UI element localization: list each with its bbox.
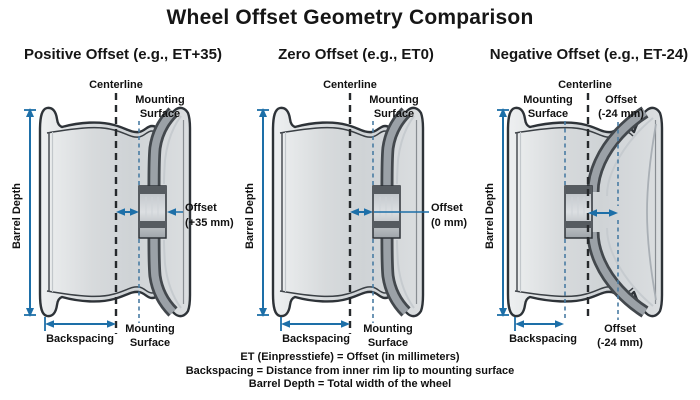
backspacing-label: Backspacing bbox=[509, 333, 577, 345]
dish-highlight-top bbox=[396, 115, 415, 185]
dish-highlight-top bbox=[606, 117, 654, 197]
dish-highlight-bottom bbox=[163, 239, 182, 309]
mounting-surface-label-bottom-2: Surface bbox=[368, 337, 408, 349]
legend-line-backspacing: Backspacing = Distance from inner rim li… bbox=[185, 364, 515, 377]
mounting-surface-label-bottom-1: Mounting bbox=[363, 323, 412, 335]
legend-line-et: ET (Einpresstiefe) = Offset (in millimet… bbox=[240, 351, 460, 363]
offset-label-bottom-2: (-24 mm) bbox=[597, 337, 643, 349]
panel-title-zero: Zero Offset (e.g., ET0) bbox=[278, 46, 434, 63]
legend: ET (Einpresstiefe) = Offset (in millimet… bbox=[0, 351, 700, 392]
barrel-depth-arrow bbox=[257, 108, 269, 317]
offset-label-1: Offset bbox=[431, 202, 463, 214]
legend-line-barrel-depth: Barrel Depth = Total width of the wheel bbox=[248, 378, 452, 390]
mounting-surface-label-bottom-1: Mounting bbox=[125, 323, 174, 335]
barrel-depth-arrow bbox=[24, 108, 36, 317]
mounting-surface-label-bottom-2: Surface bbox=[130, 337, 170, 349]
offset-arrow bbox=[350, 208, 429, 216]
spoke-top bbox=[586, 106, 649, 193]
hub bbox=[138, 185, 167, 239]
offset-label-1: Offset bbox=[185, 202, 217, 214]
offset-label-2: (0 mm) bbox=[431, 217, 467, 229]
centerline-label: Centerline bbox=[323, 79, 377, 91]
mounting-surface-label-top-1: Mounting bbox=[135, 94, 184, 106]
offset-arrow bbox=[588, 209, 618, 217]
backspacing-arrow bbox=[514, 317, 564, 331]
offset-label-2: (+35 mm) bbox=[185, 217, 234, 229]
barrel-depth-label: Barrel Depth bbox=[484, 183, 496, 249]
wheel-drawing-positive: Barrel Depth Offset (+35 mm) Backspacing… bbox=[11, 79, 234, 349]
spoke-top bbox=[380, 107, 411, 189]
mounting-surface-label-top-2: Surface bbox=[140, 108, 180, 120]
backspacing-label: Backspacing bbox=[282, 333, 350, 345]
mounting-surface-label-top-2: Surface bbox=[528, 108, 568, 120]
dish-bowl-edge bbox=[646, 123, 657, 301]
offset-label-bottom-1: Offset bbox=[604, 323, 636, 335]
panel-title-positive: Positive Offset (e.g., ET+35) bbox=[24, 46, 222, 63]
spoke-bottom bbox=[586, 231, 649, 318]
offset-arrow bbox=[116, 208, 183, 216]
mounting-surface-label-top-1: Mounting bbox=[369, 94, 418, 106]
wheel-drawing-zero: Barrel Depth Offset (0 mm) Backspacing C… bbox=[244, 79, 467, 349]
offset-label-top-1: Offset bbox=[605, 94, 637, 106]
panel-zero-offset: Zero Offset (e.g., ET0) bbox=[233, 44, 467, 400]
barrel-depth-arrow bbox=[497, 108, 509, 317]
backspacing-label: Backspacing bbox=[46, 333, 114, 345]
barrel-depth-label: Barrel Depth bbox=[11, 183, 23, 249]
panel-title-negative: Negative Offset (e.g., ET-24) bbox=[489, 46, 689, 63]
backspacing-arrow bbox=[280, 317, 350, 331]
spoke-top bbox=[147, 107, 178, 189]
centerline-label: Centerline bbox=[89, 79, 143, 91]
page-title: Wheel Offset Geometry Comparison bbox=[166, 6, 534, 29]
mounting-surface-label-top-1: Mounting bbox=[523, 94, 572, 106]
offset-label-top-2: (-24 mm) bbox=[598, 108, 644, 120]
wheel-drawing-negative: Barrel Depth Backspacing Centerline Moun… bbox=[484, 79, 664, 349]
panel-positive-offset: Positive Offset (e.g., ET+35) bbox=[0, 44, 234, 400]
dish-highlight-bottom bbox=[606, 227, 654, 307]
backspacing-arrow bbox=[44, 317, 116, 331]
dish-highlight-top bbox=[163, 115, 182, 185]
spoke-bottom bbox=[380, 235, 411, 317]
dish-highlight-bottom bbox=[396, 239, 415, 309]
barrel-depth-label: Barrel Depth bbox=[244, 183, 256, 249]
centerline-label: Centerline bbox=[558, 79, 612, 91]
spoke-bottom bbox=[147, 235, 178, 317]
panel-negative-offset: Negative Offset (e.g., ET-24) bbox=[466, 44, 699, 400]
mounting-surface-label-top-2: Surface bbox=[374, 108, 414, 120]
